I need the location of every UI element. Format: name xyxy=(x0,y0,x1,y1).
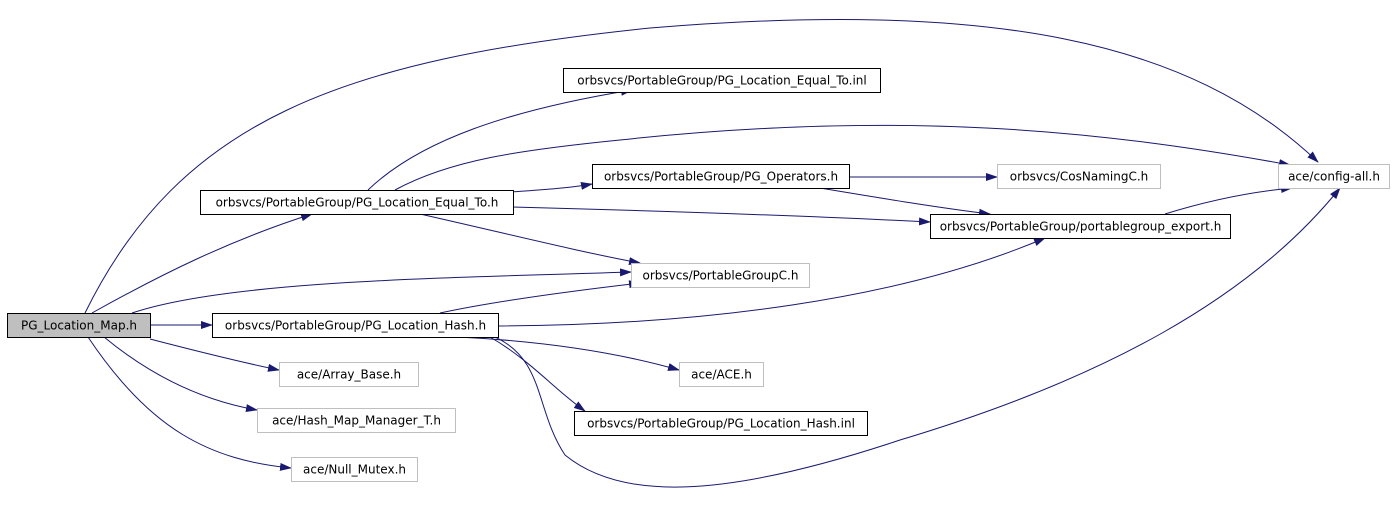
node-box xyxy=(212,313,499,338)
edge-portablegroup_export_h-to-config_all_h xyxy=(1164,185,1293,215)
node-label: ace/ACE.h xyxy=(691,368,752,382)
edge-pg_location_equal_to_h-to-pg_operators_h xyxy=(511,182,593,193)
node-box xyxy=(574,411,868,436)
node-label: orbsvcs/PortableGroup/PG_Location_Equal_… xyxy=(216,196,499,210)
node-label: ace/Hash_Map_Manager_T.h xyxy=(272,414,441,428)
node-label: ace/config-all.h xyxy=(1288,170,1380,184)
edge-pg_location_map_h-to-array_base_h xyxy=(149,338,280,372)
edge-pg_location_hash_h-to-pg_location_hash_inl xyxy=(489,336,586,412)
node-box xyxy=(279,362,419,387)
node-box xyxy=(679,362,764,387)
node-null_mutex_h: ace/Null_Mutex.h xyxy=(291,457,418,482)
node-pg_location_map_h[interactable]: PG_Location_Map.h xyxy=(7,313,151,338)
edge-pg_location_equal_to_h-to-portablegroupc_h xyxy=(419,213,641,265)
node-label: orbsvcs/PortableGroup/portablegroup_expo… xyxy=(940,220,1222,234)
node-label: orbsvcs/PortableGroup/PG_Location_Hash.i… xyxy=(587,417,855,431)
node-box xyxy=(631,263,810,288)
node-label: orbsvcs/PortableGroup/PG_Operators.h xyxy=(604,170,838,184)
node-box xyxy=(257,408,456,433)
node-config_all_h: ace/config-all.h xyxy=(1278,164,1390,189)
edge-pg_location_equal_to_h-to-config_all_h xyxy=(394,124,1291,191)
node-cosnamingc_h: orbsvcs/CosNamingC.h xyxy=(997,164,1161,189)
node-label: orbsvcs/PortableGroup/PG_Location_Equal_… xyxy=(577,74,866,88)
edge-pg_location_hash_h-to-portablegroupc_h xyxy=(439,280,641,314)
node-label: ace/Array_Base.h xyxy=(297,368,401,382)
node-box xyxy=(7,313,151,338)
node-ace_h: ace/ACE.h xyxy=(679,362,764,387)
node-portablegroupc_h: orbsvcs/PortableGroupC.h xyxy=(631,263,810,288)
edge-pg_location_map_h-to-portablegroupc_h xyxy=(131,268,632,314)
edge-pg_location_map_h-to-null_mutex_h xyxy=(87,336,292,471)
edge-pg_location_map_h-to-pg_location_equal_to_h xyxy=(91,213,313,314)
node-layer: PG_Location_Map.h orbsvcs/PortableGroup/P… xyxy=(7,68,1390,482)
edge-pg_location_equal_to_h-to-pg_location_equal_to_inl xyxy=(367,87,633,191)
node-box xyxy=(592,164,850,189)
node-label: PG_Location_Map.h xyxy=(21,319,137,333)
edge-pg_location_hash_h-to-ace_h xyxy=(457,336,680,371)
node-label: orbsvcs/PortableGroup/PG_Location_Hash.h xyxy=(225,319,486,333)
node-pg_operators_h[interactable]: orbsvcs/PortableGroup/PG_Operators.h xyxy=(592,164,850,189)
node-portablegroup_export_h[interactable]: orbsvcs/PortableGroup/portablegroup_expo… xyxy=(930,214,1231,239)
node-box xyxy=(997,164,1161,189)
edge-pg_location_map_h-to-config_all_h xyxy=(84,19,1319,314)
node-pg_location_equal_to_inl[interactable]: orbsvcs/PortableGroup/PG_Location_Equal_… xyxy=(563,68,881,93)
node-array_base_h: ace/Array_Base.h xyxy=(279,362,419,387)
node-label: ace/Null_Mutex.h xyxy=(303,463,406,477)
node-box xyxy=(930,214,1231,239)
edge-pg_location_hash_h-to-config_all_h xyxy=(494,187,1341,488)
node-pg_location_equal_to_h[interactable]: orbsvcs/PortableGroup/PG_Location_Equal_… xyxy=(200,190,514,215)
edge-pg_location_map_h-to-hash_map_manager_t_h xyxy=(103,336,258,413)
node-pg_location_hash_inl[interactable]: orbsvcs/PortableGroup/PG_Location_Hash.i… xyxy=(574,411,868,436)
edge-pg_location_equal_to_h-to-portablegroup_export_h xyxy=(511,206,931,226)
node-label: orbsvcs/CosNamingC.h xyxy=(1010,170,1149,184)
node-box xyxy=(291,457,418,482)
node-pg_location_hash_h[interactable]: orbsvcs/PortableGroup/PG_Location_Hash.h xyxy=(212,313,499,338)
node-box xyxy=(1278,164,1390,189)
edge-pg_operators_h-to-portablegroup_export_h xyxy=(819,187,991,217)
node-label: orbsvcs/PortableGroupC.h xyxy=(643,269,799,283)
node-box xyxy=(200,190,514,215)
edge-pg_location_hash_h-to-portablegroup_export_h xyxy=(497,237,1046,327)
edge-layer xyxy=(84,19,1341,488)
node-box xyxy=(563,68,881,93)
node-hash_map_manager_t_h: ace/Hash_Map_Manager_T.h xyxy=(257,408,456,433)
